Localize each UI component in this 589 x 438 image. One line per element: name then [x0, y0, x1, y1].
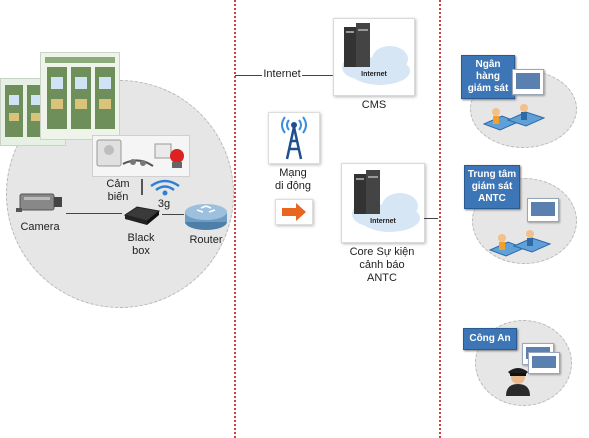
- wifi-icon: [147, 178, 183, 196]
- core-cloud-text: Internet: [370, 218, 396, 225]
- router-icon: [183, 200, 229, 232]
- core-right-line: [424, 218, 438, 219]
- center-box: Trung tâm giám sát ANTC: [464, 165, 520, 209]
- center-monitor-icon: [527, 198, 559, 222]
- mobile-network-label: Mạng di động: [274, 167, 312, 192]
- internet-label: Internet: [262, 68, 302, 81]
- camera-blackbox-line: [66, 213, 122, 214]
- camera-icon: [16, 188, 64, 216]
- center-operators-icon: [488, 226, 552, 260]
- core-cloud-box: [341, 163, 425, 243]
- arrow-right-icon: [275, 199, 313, 225]
- police-officer-icon: [502, 362, 534, 398]
- router-label: Router: [189, 234, 223, 246]
- sensor-connector-line: [141, 179, 143, 195]
- bank-box: Ngân hàng giám sát: [461, 55, 515, 99]
- antenna-icon: [268, 112, 320, 164]
- core-events-label: Core Sự kiện cảnh báo ANTC: [349, 246, 415, 284]
- black-box-label: Black box: [127, 232, 155, 257]
- police-monitor-front-icon: [528, 352, 560, 374]
- atm-image-front: [40, 52, 120, 140]
- black-box-icon: [123, 203, 161, 227]
- bank-operators-icon: [482, 100, 546, 134]
- cms-cloud-text: Internet: [361, 71, 387, 78]
- bank-monitor-icon: [512, 69, 544, 95]
- three-g-label: 3g: [157, 198, 171, 210]
- sensor-device-image: [92, 135, 190, 177]
- divider-left: [234, 0, 236, 438]
- camera-label: Camera: [20, 221, 60, 233]
- police-box: Công An: [463, 328, 517, 350]
- divider-right: [439, 0, 441, 438]
- blackbox-router-line: [162, 214, 184, 215]
- cms-cloud-box: [333, 18, 415, 96]
- sensor-label: Cảm biến: [106, 178, 130, 203]
- cms-label: CMS: [361, 99, 387, 111]
